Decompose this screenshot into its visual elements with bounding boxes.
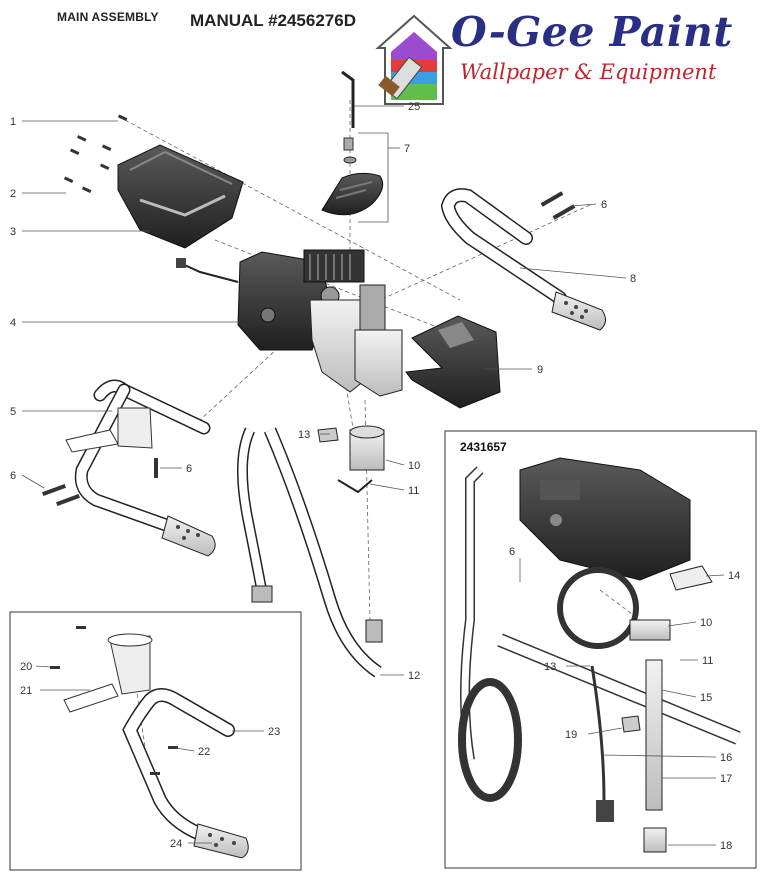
callout-20: 20 (20, 661, 32, 673)
callout-18: 18 (720, 840, 732, 852)
callout-7: 7 (404, 143, 410, 155)
callout-9: 9 (537, 364, 543, 376)
callout-17: 17 (720, 773, 732, 785)
hose-part-12 (237, 427, 383, 678)
callout-12: 12 (408, 670, 420, 682)
callout-16: 16 (720, 752, 732, 764)
inset-box-left (9, 611, 302, 871)
callout-23: 23 (268, 726, 280, 738)
wrench-part-25 (341, 70, 355, 128)
callout-21: 21 (20, 685, 32, 697)
inset-right-title: 2431657 (460, 440, 507, 454)
cart-handle-part-8 (440, 188, 606, 331)
brand-tagline: Wallpaper & Equipment (460, 60, 717, 84)
inset-right-assembly (458, 457, 741, 853)
callout-24: 24 (170, 838, 182, 850)
callout-1: 1 (10, 116, 16, 128)
brand-name: O-Gee Paint (451, 8, 733, 56)
callout-6: 6 (601, 199, 607, 211)
callout-3: 3 (10, 226, 16, 238)
callout-4: 4 (10, 317, 16, 329)
callout-6: 6 (509, 546, 515, 558)
section-title: MAIN ASSEMBLY (57, 10, 159, 24)
callout-6: 6 (186, 463, 192, 475)
callout-22: 22 (198, 746, 210, 758)
callout-5: 5 (10, 406, 16, 418)
callout-13: 13 (544, 661, 556, 673)
inset-box-right (444, 430, 757, 869)
motor-assembly-part-4 (176, 249, 403, 397)
inlet-fitting-part-10 (317, 425, 385, 494)
frame-part-5 (42, 379, 216, 557)
callout-25: 25 (408, 101, 420, 113)
callout-6: 6 (10, 470, 16, 482)
callout-2: 2 (10, 188, 16, 200)
front-cover-part-9 (405, 315, 501, 409)
callout-14: 14 (728, 570, 740, 582)
callout-15: 15 (700, 692, 712, 704)
callout-19: 19 (565, 729, 577, 741)
callout-13: 13 (298, 429, 310, 441)
callout-11: 11 (702, 655, 713, 667)
callout-10: 10 (700, 617, 712, 629)
carry-handle-part-7 (321, 137, 384, 216)
screws-part-1-2 (63, 114, 128, 194)
cover-shroud-part-3 (117, 144, 244, 249)
callout-11: 11 (408, 485, 419, 497)
callout-10: 10 (408, 460, 420, 472)
callout-8: 8 (630, 273, 636, 285)
manual-number: MANUAL #2456276D (190, 11, 356, 30)
inset-left-assembly (50, 626, 249, 859)
